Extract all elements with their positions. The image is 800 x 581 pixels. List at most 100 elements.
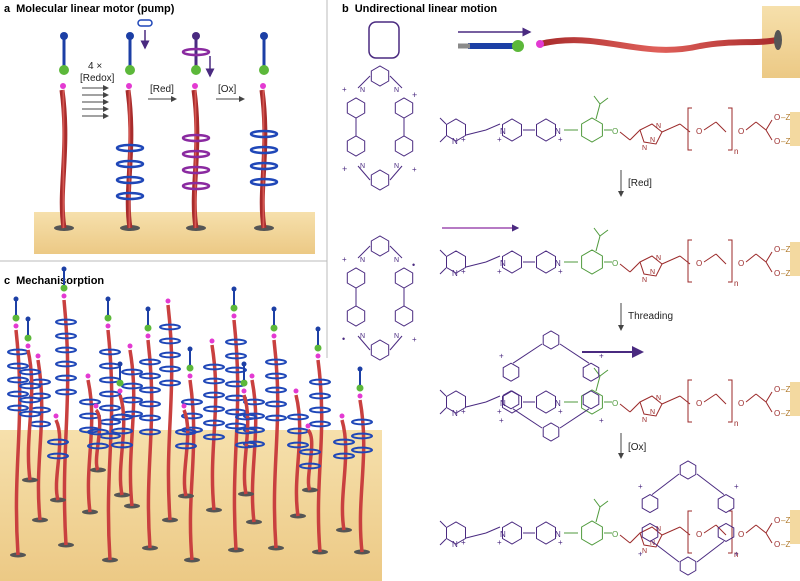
pink-sphere (61, 293, 67, 299)
pink-sphere (231, 313, 237, 319)
pink-sphere (35, 353, 41, 359)
ring-n: N (360, 163, 365, 170)
panel-a-surface (34, 212, 315, 254)
ring (55, 332, 77, 340)
green-sphere (144, 324, 152, 332)
ring (333, 452, 355, 460)
panel-a-title: Molecular linear motor (pump) (16, 3, 175, 15)
carboxylate-o1: O (774, 516, 780, 525)
rod-body (242, 394, 250, 495)
motor-rod (225, 286, 247, 553)
stopper-n: N (452, 409, 458, 418)
isopropyl-phenyl-ring (581, 520, 603, 546)
bond (465, 532, 487, 539)
charge-mark: + (499, 351, 504, 360)
bond (703, 393, 717, 403)
rod-body (86, 379, 94, 513)
bond (599, 500, 609, 508)
charge-mark: + (412, 335, 417, 344)
pink-sphere (145, 333, 151, 339)
ring (99, 390, 121, 398)
green-sphere (270, 324, 278, 332)
zr-label-1: –Zr (781, 113, 793, 122)
pink-sphere (105, 323, 111, 329)
triazole-n1: N (650, 540, 655, 547)
stopper-n: N (452, 137, 458, 146)
carboxylate-o1: O (774, 385, 780, 394)
bond (765, 401, 773, 413)
ring (203, 405, 225, 413)
peg-bracket-close (728, 107, 733, 151)
step-ox: [Ox] (618, 433, 647, 459)
viologen-ring-2 (536, 118, 556, 142)
bond (765, 251, 773, 263)
bond (357, 335, 371, 351)
bond (389, 335, 403, 351)
bond (465, 261, 487, 268)
viologen-ring-1 (502, 390, 522, 414)
bond (485, 123, 501, 131)
bond (703, 524, 717, 534)
bond (439, 538, 447, 546)
bond (389, 75, 403, 89)
bond (745, 393, 757, 403)
ring (181, 398, 203, 406)
carboxylate-o2: O (774, 269, 780, 278)
viologen-ring-1 (502, 118, 522, 142)
ring (309, 392, 331, 400)
zr-label-2: –Z (781, 540, 790, 549)
ring (175, 442, 197, 450)
ring (121, 368, 143, 376)
bond (512, 343, 543, 364)
charge-mark: + (638, 549, 643, 558)
peg-bracket-open (687, 379, 692, 423)
zr-label-1: –Z (781, 516, 790, 525)
carboxylate-o1: O (774, 245, 780, 254)
motor-rod (309, 326, 331, 555)
triazole-n3: N (642, 548, 647, 555)
green-sphere (116, 379, 124, 387)
xylylene-top (542, 330, 560, 350)
triazole-n3: N (642, 277, 647, 284)
bond (439, 520, 447, 528)
charge-mark: + (342, 255, 347, 264)
ether-o: O (612, 259, 618, 268)
blue-head (271, 306, 277, 312)
blue-head (241, 361, 247, 367)
peg-subscript-n: n (734, 147, 738, 156)
rod-body (94, 408, 102, 471)
bond (593, 227, 601, 237)
pink-sphere (25, 343, 31, 349)
rod-body (250, 379, 258, 523)
bond (439, 135, 447, 143)
pink-sphere (53, 413, 59, 419)
viologen-n1: N (500, 127, 506, 136)
rod-body (14, 329, 22, 556)
ring (55, 374, 77, 382)
bond (745, 121, 757, 131)
triazole-n2: N (656, 395, 661, 402)
peg-bracket-close (728, 379, 733, 423)
ring (19, 382, 41, 390)
ring (47, 452, 69, 460)
ring-n: N (360, 87, 365, 94)
bond (619, 131, 631, 141)
stopper-n: N (452, 540, 458, 549)
bond (595, 506, 601, 523)
blue-head (145, 306, 151, 312)
ring (139, 428, 161, 436)
green-sphere (356, 384, 364, 392)
peg-o: O (696, 259, 702, 268)
triazole-n2: N (656, 526, 661, 533)
motor-reduced (181, 32, 215, 231)
ring (139, 386, 161, 394)
viologen-plus1: + (497, 538, 502, 547)
viologen-plus2: + (558, 267, 563, 276)
panel-b-title: Undirectional linear motion (355, 3, 498, 15)
ring (203, 377, 225, 385)
ring (111, 427, 133, 435)
panel-b-letter: b (342, 3, 349, 15)
